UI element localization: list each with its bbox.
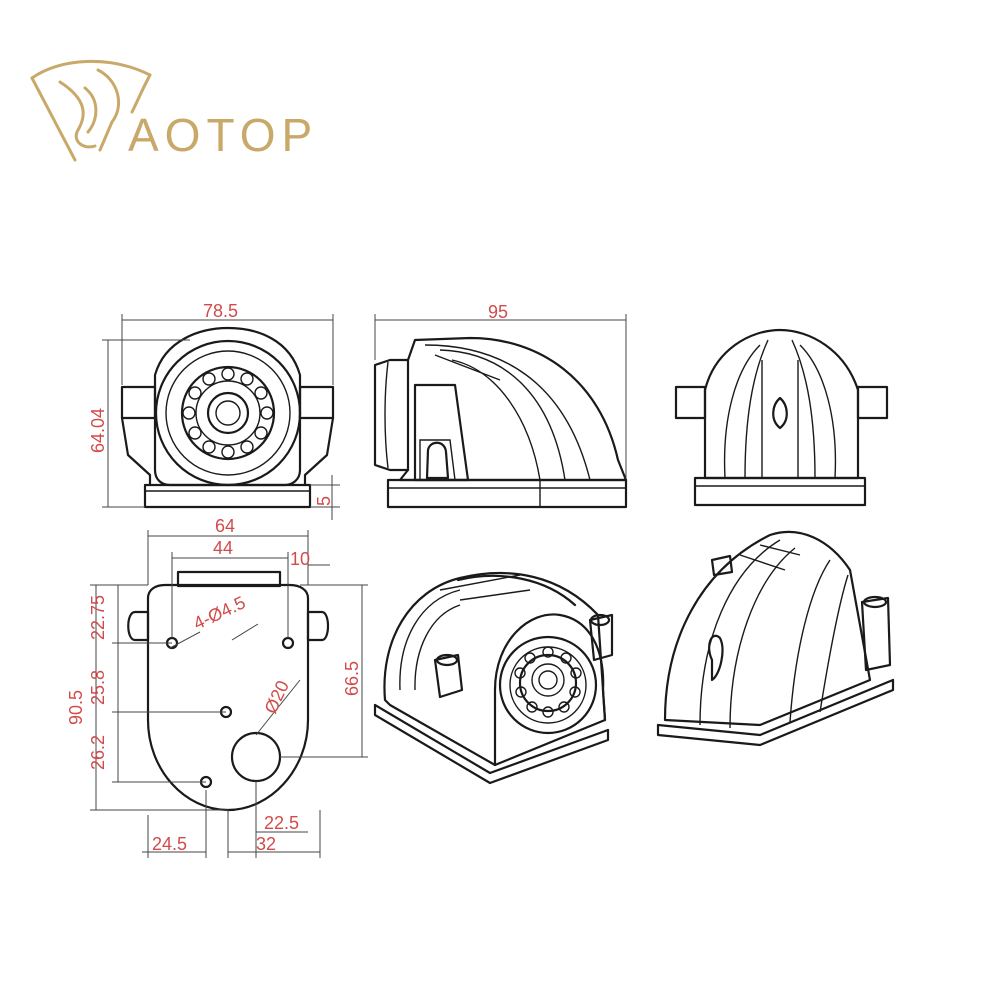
dim-seg-2: 25.8 (88, 670, 108, 705)
bottom-view (90, 530, 368, 858)
dim-seg-1: 22.75 (88, 595, 108, 640)
dim-total-height: 90.5 (66, 690, 86, 725)
brand-name: AOTOP (128, 109, 319, 161)
dim-bottom-right: 32 (256, 834, 276, 854)
dim-right-height: 66.5 (342, 661, 362, 696)
dim-hole-spacing: 44 (213, 538, 233, 558)
dim-seg-3: 26.2 (88, 735, 108, 770)
dim-bottom-left: 24.5 (152, 834, 187, 854)
dim-hole-label: 4-Ø4.5 (190, 592, 248, 633)
iso-rear-view (656, 530, 895, 747)
ir-leds (182, 367, 274, 459)
rear-view (674, 328, 889, 507)
dim-side-length: 95 (488, 302, 508, 322)
dim-front-height: 64.04 (88, 408, 108, 453)
iso-front-view (373, 572, 614, 785)
dim-bottom-width: 64 (215, 516, 235, 536)
brand-logo-mark (30, 60, 152, 162)
dim-front-width: 78.5 (203, 301, 238, 321)
dim-lens-dia: Ø20 (260, 677, 293, 716)
front-view (102, 314, 340, 520)
iso-ir-leds (514, 646, 582, 718)
dim-lens-offset: 22.5 (264, 813, 299, 833)
dim-base-thickness: 5 (314, 496, 334, 506)
dim-edge-offset: 10 (290, 549, 310, 569)
side-view (373, 314, 628, 509)
